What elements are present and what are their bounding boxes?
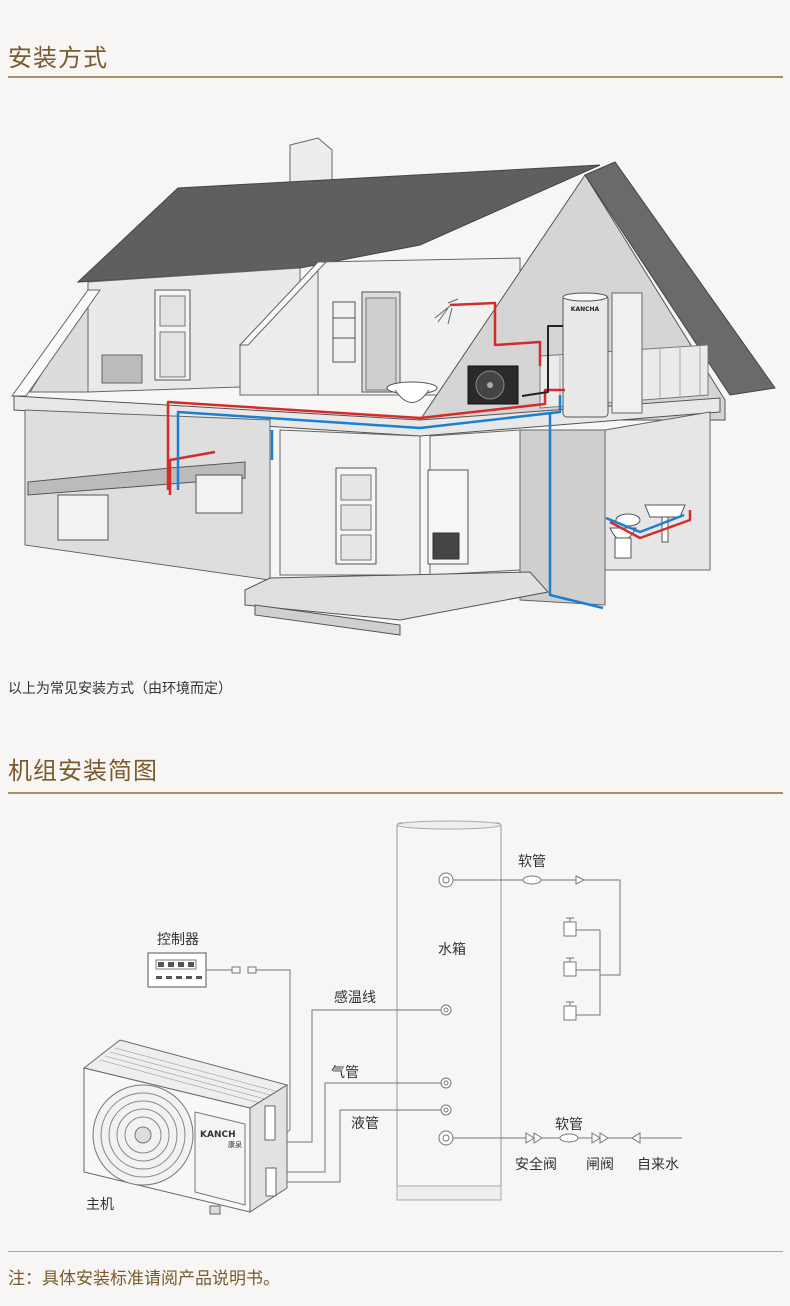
heater-brand-label: KANCHA <box>571 306 600 313</box>
section-title-installation: 安装方式 <box>8 44 108 72</box>
sensor-wire-label: 感温线 <box>334 989 376 1006</box>
liquid-pipe-label: 液管 <box>351 1116 379 1132</box>
gate-valve-label: 闸阀 <box>586 1157 614 1173</box>
main-unit-label: 主机 <box>86 1197 114 1213</box>
section-divider <box>8 76 783 78</box>
unit-installation-diagram: 水箱 软管 软管 安全阀 闸阀 自来水 <box>82 820 682 1215</box>
unit-brand-label: KANCH <box>200 1130 236 1140</box>
section-title-unit-diagram: 机组安装简图 <box>8 757 158 785</box>
footer-divider <box>8 1251 783 1252</box>
tank-label: 水箱 <box>438 942 466 958</box>
soft-pipe-top-label: 软管 <box>518 854 546 870</box>
main-outdoor-unit: KANCH 康泉 <box>82 1039 289 1215</box>
controller-panel <box>147 952 207 988</box>
controller-label: 控制器 <box>157 932 199 948</box>
footer-note: 注：具体安装标准请阅产品说明书。 <box>8 1269 280 1289</box>
unit-brand-cn-label: 康泉 <box>228 1140 242 1149</box>
soft-pipe-bottom-label: 软管 <box>555 1117 583 1133</box>
installation-caption: 以上为常见安装方式（由环境而定） <box>8 681 232 697</box>
gas-pipe-label: 气管 <box>331 1065 359 1081</box>
section-divider-2 <box>8 792 783 794</box>
safety-valve-label: 安全阀 <box>515 1156 557 1173</box>
tap-water-label: 自来水 <box>637 1157 679 1173</box>
house-installation-illustration: KANCHA <box>11 137 776 636</box>
